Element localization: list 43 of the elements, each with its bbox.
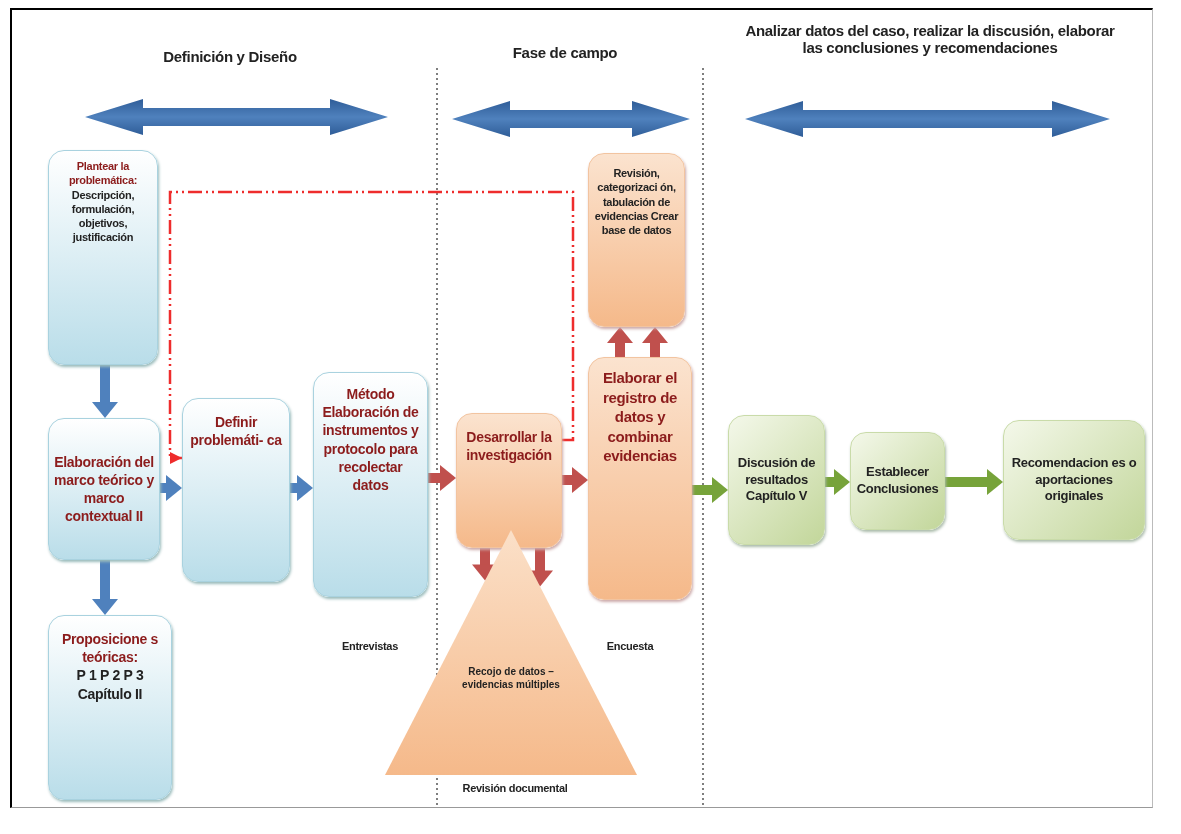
node-text: Descripción, formulación, objetivos, justificación: [70, 187, 136, 245]
method-label: Entrevistas: [341, 640, 399, 652]
phase-heading: Definición y Diseño: [162, 48, 298, 65]
process-box: [456, 413, 562, 548]
block-arrow: [692, 477, 728, 503]
node-text: Desarrollar la investigación: [465, 428, 553, 465]
process-box: [728, 415, 825, 545]
block-arrow: [825, 469, 850, 495]
node-text: Recojo de datos – evidencias múltiples: [461, 665, 561, 691]
node-text: Establecer Conclusiones: [856, 464, 939, 498]
block-arrow: [290, 475, 313, 501]
method-label: Encuesta: [605, 640, 655, 652]
process-box: [313, 372, 428, 597]
block-arrow: [92, 560, 118, 615]
node-heading: Proposicione s teóricas:: [60, 630, 160, 667]
block-arrow: [562, 467, 588, 493]
node-text: Método Elaboración de instrumentos y protocolo para recolectar datos: [321, 385, 420, 495]
block-arrow: [92, 365, 118, 418]
process-box: [48, 418, 160, 560]
phase-heading: Analizar datos del caso, realizar la discusión, elaborar las conclusiones y recomendaciones: [745, 22, 1115, 56]
node-text: Revisión, categorizaci ón, tabulación de evidencias Crear base de datos: [594, 166, 679, 238]
method-label: Revisión documental: [461, 782, 569, 794]
process-box: [182, 398, 290, 582]
node-text: Elaboración del marco teórico y marco contextual II: [54, 452, 154, 526]
node-text: Recomendacion es o aportaciones originales: [1010, 454, 1138, 506]
node-text: Discusión de resultados Capítulo V: [736, 454, 817, 506]
process-box: [48, 150, 158, 365]
process-box: [850, 432, 945, 530]
process-box: [588, 357, 692, 600]
block-arrow: [642, 327, 668, 357]
node-text: P 1 P 2 P 3 Capítulo II: [75, 666, 145, 703]
block-arrow: [607, 327, 633, 357]
node-heading: Plantear la problemática:: [67, 159, 139, 188]
block-arrow: [160, 475, 182, 501]
dash-dot-arrow: [168, 190, 575, 464]
process-box: [588, 153, 685, 327]
process-box: [48, 615, 172, 800]
block-arrow: [428, 465, 456, 491]
phase-heading: Fase de campo: [511, 44, 619, 61]
process-box: [1003, 420, 1145, 540]
node-text: Elaborar el registro de datos y combinar evidencias: [601, 368, 679, 466]
node-text: Definir problemáti- ca: [189, 413, 283, 450]
block-arrow: [945, 469, 1003, 495]
